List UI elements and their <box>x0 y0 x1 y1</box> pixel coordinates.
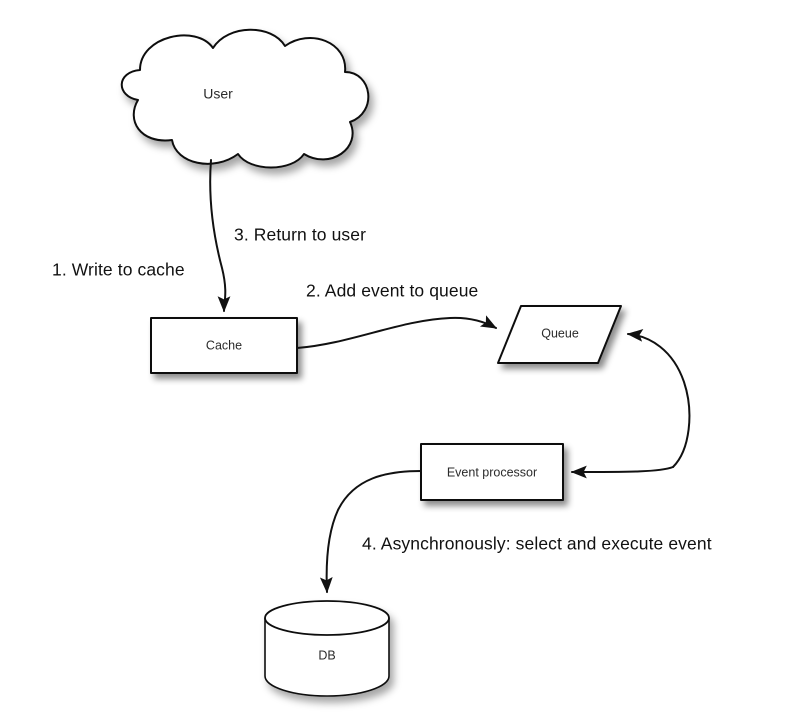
edge-queue-to-processor <box>570 465 674 479</box>
edge-processor-to-queue-line <box>626 328 691 468</box>
step-label-3: 3. Return to user <box>234 225 366 245</box>
node-cache[interactable]: Cache <box>150 317 298 374</box>
node-label-cache: Cache <box>206 338 242 352</box>
cache-rect <box>150 317 298 374</box>
node-label-event-processor: Event processor <box>447 465 537 479</box>
step-label-4: 4. Asynchronously: select and execute ev… <box>362 534 712 554</box>
edge-user-to-cache-line <box>209 159 231 313</box>
edge-processor-to-db <box>319 470 422 594</box>
edge-processor-to-db-line <box>319 470 422 594</box>
node-label-db: DB <box>318 648 335 662</box>
queue-parallelogram <box>497 305 622 364</box>
node-db[interactable]: DB <box>264 600 390 697</box>
node-user[interactable]: User <box>120 28 370 169</box>
edge-cache-to-queue-line <box>296 315 498 349</box>
edge-processor-to-queue <box>626 328 691 468</box>
step-label-1: 1. Write to cache <box>52 260 185 280</box>
db-cylinder-body <box>264 617 390 697</box>
cloud-shape <box>120 28 370 169</box>
node-label-user: User <box>203 86 233 102</box>
node-queue[interactable]: Queue <box>497 305 622 364</box>
edge-queue-to-processor-line <box>570 465 674 479</box>
node-label-queue: Queue <box>541 326 579 340</box>
edge-user-to-cache <box>209 159 231 313</box>
db-cylinder-top <box>264 600 390 636</box>
edge-cache-to-queue <box>296 315 498 349</box>
node-event-processor[interactable]: Event processor <box>420 443 564 501</box>
step-label-2: 2. Add event to queue <box>306 281 478 301</box>
